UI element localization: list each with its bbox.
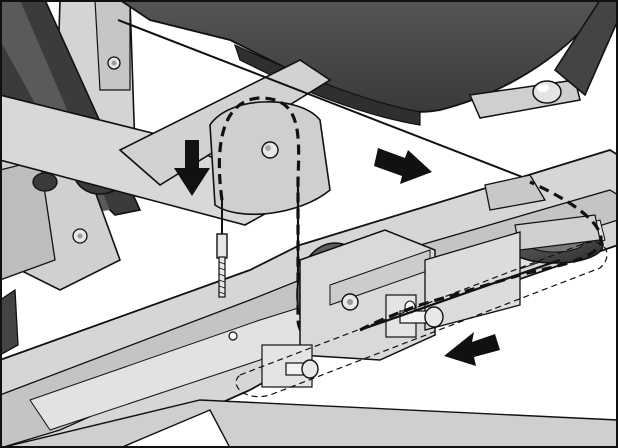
upper-right-arm [468, 0, 618, 119]
upper-pulley-housing [209, 101, 331, 216]
seat-pad [118, 0, 601, 126]
component-outline [235, 241, 608, 398]
lower-right-pulley [506, 214, 604, 264]
pulley-bracket [299, 229, 436, 361]
cable-end-threaded [216, 195, 228, 298]
arrow-right-icon [374, 148, 432, 184]
arrow-left-icon [444, 332, 500, 366]
bolt-left [261, 344, 319, 388]
arrow-down-icon [174, 140, 210, 196]
cable-route-lower [359, 180, 603, 332]
cable-route-upper [217, 96, 361, 344]
top-cable [117, 19, 531, 181]
cable-lower-run [359, 258, 561, 332]
